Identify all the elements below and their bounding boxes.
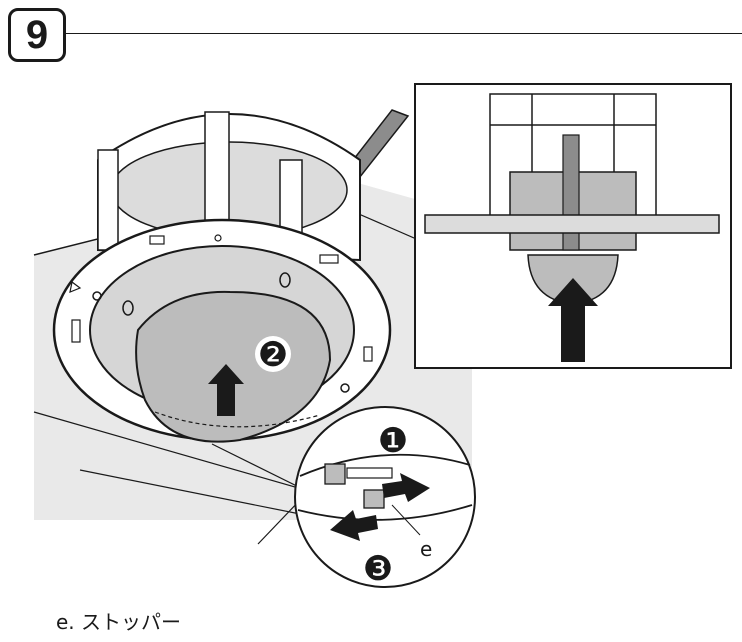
housing-bracket	[97, 149, 119, 251]
stopper-knob	[363, 489, 385, 509]
inset-up-arrow	[548, 278, 598, 362]
ring-hole	[122, 300, 134, 316]
ring-slot	[319, 254, 339, 264]
magnified-ring-edge	[299, 453, 471, 477]
screw	[92, 291, 102, 301]
inset-ceiling-plate	[424, 214, 720, 234]
dome-cover	[135, 290, 332, 443]
mark-triangle	[69, 280, 82, 293]
step-number-badge: 9	[8, 8, 66, 62]
caption-stopper: e. ストッパー	[56, 610, 182, 634]
screw	[214, 234, 222, 242]
screw	[340, 383, 350, 393]
ring-hole	[279, 272, 291, 288]
callout-2-circle	[255, 336, 291, 372]
callout-3: ❸	[363, 549, 393, 589]
magnified-ring-edge	[297, 504, 473, 521]
dome-dashed-edge	[154, 411, 321, 428]
step-number: 9	[25, 12, 49, 57]
push-up-arrow	[208, 364, 244, 416]
part-e-label: e	[420, 537, 432, 561]
stopper-spring	[346, 467, 393, 479]
slide-right-arrow	[382, 473, 430, 502]
callout-1: ❶	[378, 421, 408, 461]
ring-slot	[71, 319, 81, 343]
callout-2: ❷	[258, 335, 288, 375]
slide-left-arrow	[330, 510, 378, 541]
ring-slot	[149, 235, 165, 245]
ring-slot	[363, 346, 373, 362]
header-rule	[66, 33, 742, 34]
stopper-plate	[324, 463, 346, 485]
part-e-leader	[391, 504, 421, 536]
